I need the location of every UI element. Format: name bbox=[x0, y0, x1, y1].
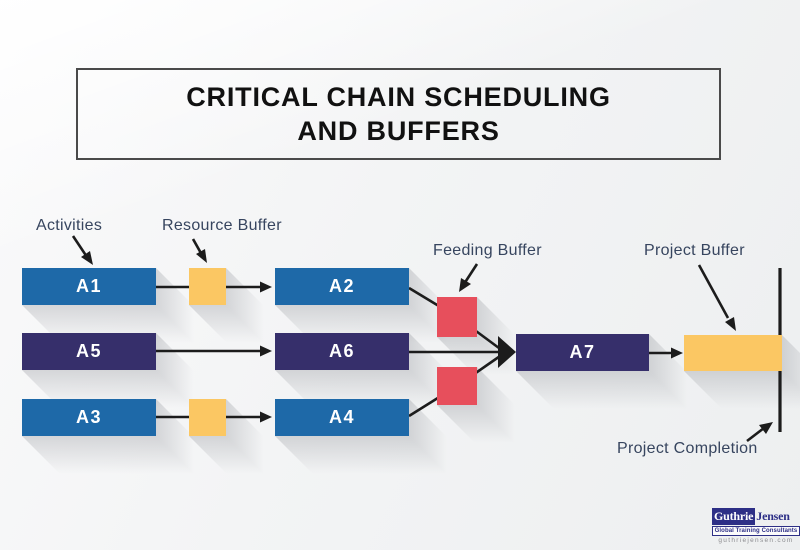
logo-tagline: Global Training Consultants bbox=[712, 526, 800, 536]
pointer-project-buffer bbox=[697, 264, 730, 319]
label-project-buffer: Project Buffer bbox=[644, 242, 745, 259]
logo-website: guthriejensen.com bbox=[718, 537, 794, 544]
activity-box-a2: A2 bbox=[275, 268, 409, 305]
activity-box-a5: A5 bbox=[22, 333, 156, 370]
arrowhead-feeding-buffer bbox=[459, 278, 471, 292]
pointer-feeding-buffer bbox=[462, 263, 479, 285]
activity-label-a4: A4 bbox=[328, 407, 355, 427]
arrowhead-resource-buffer bbox=[196, 249, 207, 263]
logo-name-right: Jensen bbox=[756, 509, 790, 523]
feeding-buffer-2 bbox=[437, 367, 477, 405]
activity-label-a1: A1 bbox=[75, 276, 102, 296]
arrowhead-project-completion bbox=[759, 422, 773, 434]
label-resource-buffer: Resource Buffer bbox=[162, 217, 282, 234]
arrowhead-rb2-a4 bbox=[260, 411, 272, 423]
arrowhead-activities bbox=[81, 251, 93, 265]
activity-label-a2: A2 bbox=[328, 276, 355, 296]
pointer-resource-buffer bbox=[191, 238, 204, 256]
resource-buffer-2 bbox=[189, 399, 226, 436]
title-line-2: AND BUFFERS bbox=[297, 116, 500, 146]
label-activities: Activities bbox=[36, 217, 103, 234]
title-line-1: CRITICAL CHAIN SCHEDULING bbox=[186, 82, 611, 112]
activity-box-a6: A6 bbox=[275, 333, 409, 370]
label-feeding-buffer: Feeding Buffer bbox=[433, 242, 542, 259]
logo-name-left: Guthrie bbox=[712, 508, 756, 525]
activity-box-a3: A3 bbox=[22, 399, 156, 436]
activity-label-a7: A7 bbox=[569, 342, 596, 362]
activity-label-a3: A3 bbox=[75, 407, 102, 427]
feeding-buffer-1 bbox=[437, 297, 477, 337]
title-box: CRITICAL CHAIN SCHEDULING AND BUFFERS bbox=[76, 68, 721, 160]
activity-label-a6: A6 bbox=[328, 341, 355, 361]
arrowhead-project-buffer bbox=[725, 317, 736, 331]
activity-box-a1: A1 bbox=[22, 268, 156, 305]
activity-box-a4: A4 bbox=[275, 399, 409, 436]
activity-box-a7: A7 bbox=[516, 334, 649, 371]
label-project-completion: Project Completion bbox=[617, 440, 758, 457]
activity-label-a5: A5 bbox=[75, 341, 102, 361]
project-buffer-box bbox=[684, 335, 782, 371]
pointer-activities bbox=[71, 235, 89, 258]
resource-buffer-1 bbox=[189, 268, 226, 305]
arrowhead-rb1-a2 bbox=[260, 281, 272, 293]
